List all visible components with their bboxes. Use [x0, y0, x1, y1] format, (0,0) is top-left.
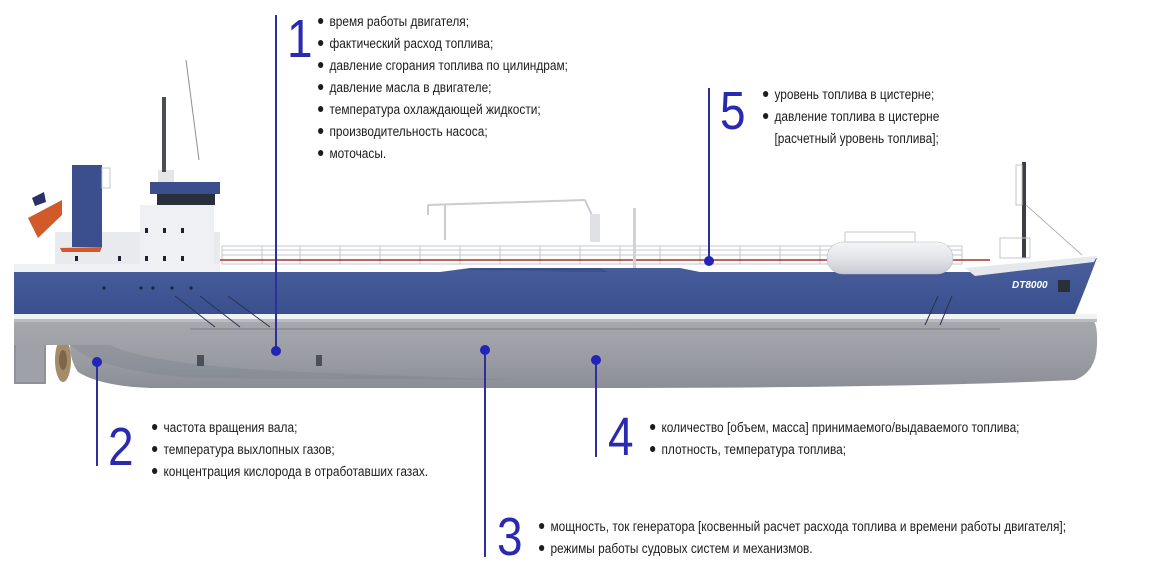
list-item: давление масла в двигателе; [318, 77, 568, 99]
callout-3-leader-line [484, 350, 486, 557]
list-item: моточасы. [318, 143, 568, 165]
list-item: уровень топлива в цистерне; [763, 84, 939, 106]
callout-2-list: частота вращения вала; температура выхло… [152, 417, 428, 483]
callout-3-number: 3 [497, 507, 523, 567]
callout-1-number: 1 [287, 9, 313, 69]
list-item: концентрация кислорода в отработавших га… [152, 461, 428, 483]
list-item: производительность насоса; [318, 121, 568, 143]
callout-2-leader-line [96, 362, 98, 466]
list-item: время работы двигателя; [318, 11, 568, 33]
callout-5-marker [704, 256, 714, 266]
callout-5-number: 5 [720, 81, 746, 141]
list-item: температура выхлопных газов; [152, 439, 428, 461]
ship-name: DT8000 [1012, 280, 1048, 291]
list-item: [расчетный уровень топлива]; [774, 131, 939, 146]
superstructure [28, 59, 220, 265]
callout-5-leader-line [708, 88, 710, 261]
list-item: давление топлива в цистерне [763, 106, 939, 128]
list-item: режимы работы судовых систем и механизмо… [539, 538, 1066, 560]
deck-tank [826, 231, 954, 275]
list-item: температура охлаждающей жидкости; [318, 99, 568, 121]
deck-crane [427, 199, 596, 240]
callout-1-list: время работы двигателя; фактический расх… [318, 11, 568, 165]
callout-5-list: уровень топлива в цистерне; давление топ… [763, 84, 939, 150]
callout-2-number: 2 [108, 417, 134, 477]
callout-3-marker [480, 345, 490, 355]
callout-1-marker [271, 346, 281, 356]
callout-4-list: количество [объем, масса] принимаемого/в… [650, 417, 1019, 461]
list-item: мощность, ток генератора [косвенный расч… [539, 516, 1066, 538]
propeller [55, 338, 71, 382]
bow-mast [999, 162, 1083, 259]
upper-hull [14, 258, 1097, 314]
callout-1-leader-line [275, 15, 277, 351]
callout-4-leader-line [595, 360, 597, 457]
list-item: количество [объем, масса] принимаемого/в… [650, 417, 1019, 439]
callout-4-number: 4 [608, 407, 634, 467]
list-item: плотность, температура топлива; [650, 439, 1019, 461]
list-item: фактический расход топлива; [318, 33, 568, 55]
callout-4-marker [591, 355, 601, 365]
list-item: частота вращения вала; [152, 417, 428, 439]
callout-3-list: мощность, ток генератора [косвенный расч… [539, 516, 1066, 560]
list-item: давление сгорания топлива по цилиндрам; [318, 55, 568, 77]
lower-hull [14, 318, 1098, 388]
callout-2-marker [92, 357, 102, 367]
